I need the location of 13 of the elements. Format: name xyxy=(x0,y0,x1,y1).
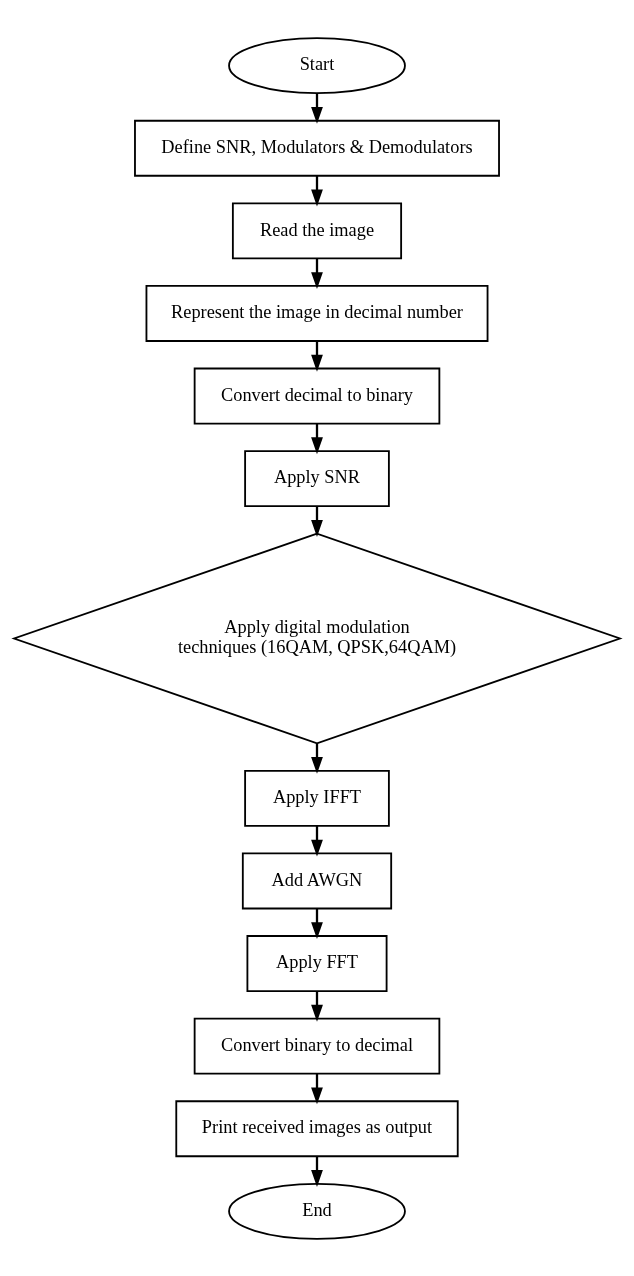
node-box: Add AWGN xyxy=(241,852,393,909)
node-box: Represent the image in decimal number xyxy=(145,284,489,342)
node-diamond: Apply digital modulation techniques (16QAM, QPSK,64QAM) xyxy=(11,532,623,744)
node-ellipse: Start xyxy=(228,36,406,94)
node-box: Print received images as output xyxy=(175,1099,459,1157)
node-box: Define SNR, Modulators & Demodulators xyxy=(134,119,500,177)
node-box: Apply IFFT xyxy=(244,769,390,827)
node-ellipse: End xyxy=(228,1182,406,1240)
node-box: Apply FFT xyxy=(246,934,388,992)
node-box: Apply SNR xyxy=(244,449,390,507)
node-box: Convert decimal to binary xyxy=(193,367,441,424)
node-box: Read the image xyxy=(231,201,403,259)
node-box: Convert binary to decimal xyxy=(193,1017,441,1075)
